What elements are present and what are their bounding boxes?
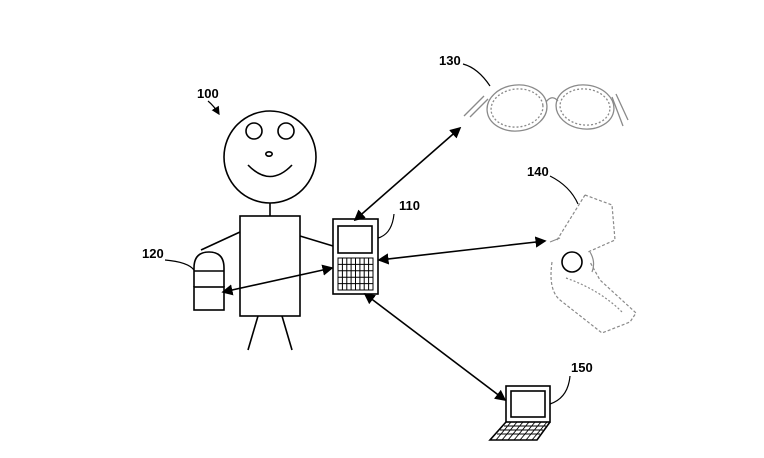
person-figure: [200, 110, 334, 351]
label-140: 140: [527, 164, 549, 179]
label-110: 110: [399, 198, 420, 213]
arrow-handheld-wristband: [377, 236, 547, 265]
connection-arrows: [221, 126, 547, 402]
person-head: [223, 110, 317, 204]
person-body: [239, 215, 301, 317]
handheld-device-icon: [332, 218, 379, 295]
label-130: 130: [439, 53, 461, 68]
person-right-leg: [281, 315, 293, 351]
person-right-arm: [299, 235, 334, 247]
arrow-handheld-bag: [221, 264, 334, 296]
eyeglasses-icon: [463, 84, 629, 132]
wrist-device-icon: [549, 194, 637, 334]
pointer-100: [207, 100, 220, 116]
leader-110: [377, 213, 395, 239]
leader-130: [462, 63, 491, 87]
leader-140: [549, 175, 579, 205]
person-left-eye: [245, 122, 263, 140]
leader-120: [164, 259, 195, 271]
person-left-arm: [200, 231, 241, 251]
laptop-icon: [488, 385, 551, 441]
person-left-leg: [247, 315, 259, 351]
wrist-device-sensor: [561, 251, 583, 273]
person-nose: [264, 151, 273, 158]
bag-icon: [193, 251, 225, 311]
label-120: 120: [142, 246, 164, 261]
leader-150: [549, 375, 571, 405]
label-150: 150: [571, 360, 593, 375]
person-smile: [247, 164, 293, 178]
arrow-handheld-laptop: [363, 292, 507, 402]
person-right-eye: [277, 122, 295, 140]
label-100: 100: [197, 86, 219, 101]
leader-lines: [164, 63, 579, 405]
arrow-handheld-glasses: [353, 126, 462, 222]
